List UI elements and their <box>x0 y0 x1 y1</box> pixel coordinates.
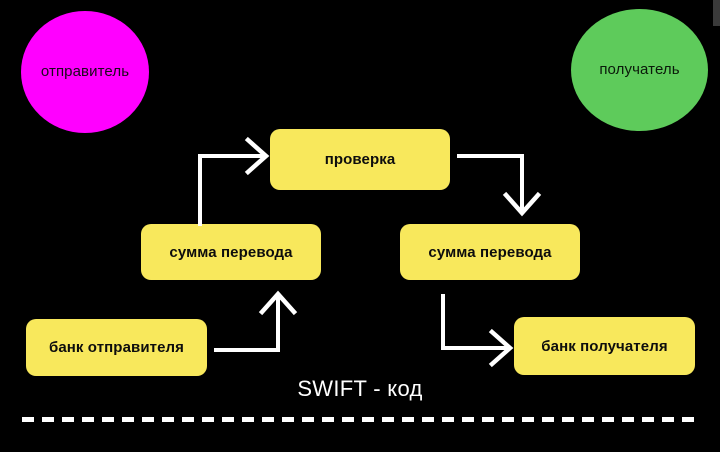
actor-circle-sender: отправитель <box>21 11 149 133</box>
node-label-amount-right: сумма перевода <box>428 243 552 261</box>
node-label-bank-receiver: банк получателя <box>541 337 668 355</box>
swift-code-caption: SWIFT - код <box>297 376 423 401</box>
node-box-bank-sender: банк отправителя <box>26 319 207 376</box>
arrow-bank-sender-to-amount-left <box>214 290 298 352</box>
actor-label-receiver: получатель <box>599 60 680 78</box>
node-label-check: проверка <box>324 151 396 168</box>
actor-circle-receiver: получатель <box>571 9 708 131</box>
node-box-bank-receiver: банк получателя <box>514 317 695 375</box>
screen-edge-strip <box>713 0 720 26</box>
actor-label-sender: отправитель <box>40 62 130 80</box>
arrow-check-to-amount-right <box>457 154 542 217</box>
node-label-amount-left: сумма перевода <box>169 243 293 261</box>
node-box-amount-right: сумма перевода <box>400 224 580 280</box>
node-box-check: проверка <box>270 129 450 190</box>
node-label-bank-sender: банк отправителя <box>48 339 185 356</box>
dashed-divider <box>22 417 700 422</box>
node-box-amount-left: сумма перевода <box>141 224 321 280</box>
arrow-amount-right-to-bank-receiver <box>441 294 514 368</box>
arrow-amount-left-to-check <box>198 136 270 226</box>
